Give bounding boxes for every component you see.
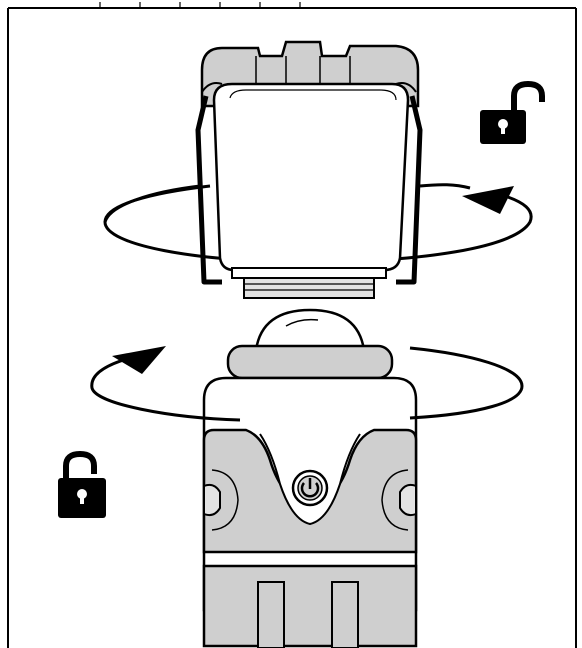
figure-border [7, 2, 577, 648]
globe-diffuser [212, 82, 410, 272]
side-knob-left [203, 483, 221, 517]
handle-wire-right [396, 95, 423, 285]
handle-wire-left [195, 95, 222, 285]
lantern-globe [103, 40, 533, 299]
rotation-ring-bottom [90, 346, 524, 422]
base-foot [202, 564, 418, 648]
power-icon [291, 469, 329, 507]
rotation-arrow-icon [112, 346, 166, 374]
padlock-unlocked-icon [58, 450, 106, 518]
padlock-unlocked-icon [480, 80, 545, 144]
base-collar [226, 344, 394, 380]
side-knob-right [399, 483, 417, 517]
rotation-arrow-icon [462, 186, 514, 214]
base-dome [254, 308, 366, 352]
globe-thread-collar [243, 277, 375, 299]
